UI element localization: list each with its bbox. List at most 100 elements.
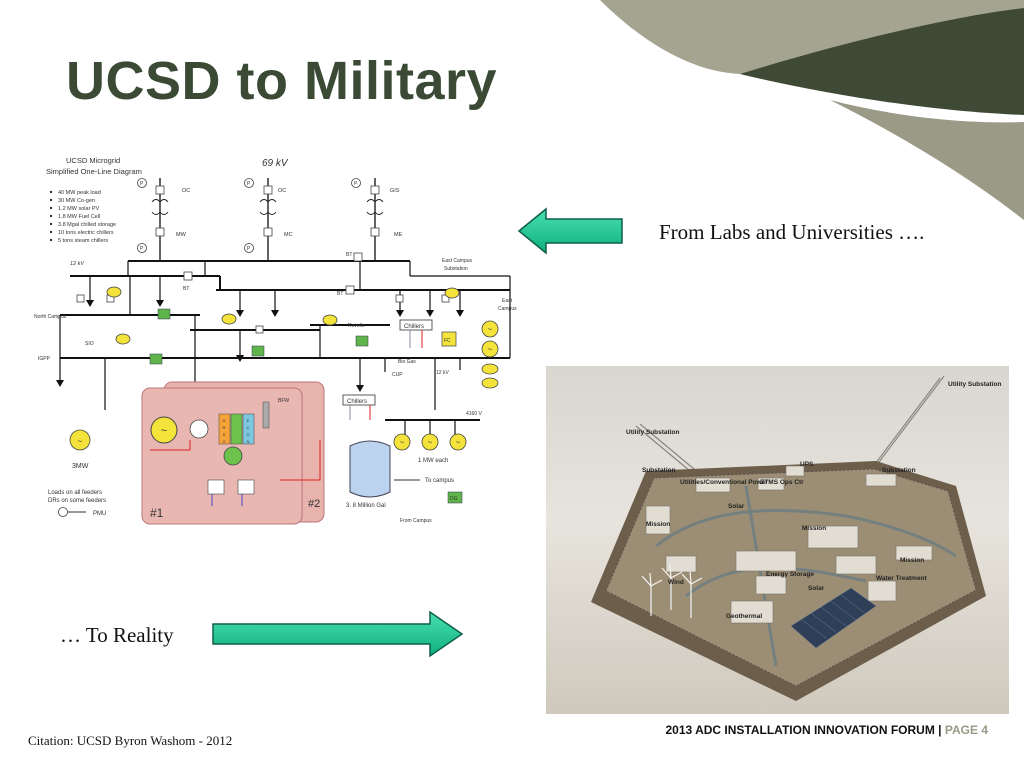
svg-text:IGPP: IGPP — [38, 356, 51, 362]
svg-text:Solar: Solar — [728, 503, 745, 510]
svg-text:P: P — [247, 246, 251, 252]
svg-text:Energy Storage: Energy Storage — [766, 571, 814, 578]
svg-text:P: P — [354, 181, 358, 187]
svg-text:C: C — [247, 425, 250, 430]
svg-text:GIS: GIS — [390, 188, 400, 194]
svg-text:ETMS Ops Ctr: ETMS Ops Ctr — [760, 479, 804, 486]
svg-text:Substation: Substation — [444, 266, 468, 272]
svg-text:R: R — [223, 425, 226, 430]
svg-text:BT: BT — [183, 286, 189, 292]
footer-separator: | — [934, 723, 945, 737]
svg-text:CUP: CUP — [392, 372, 403, 378]
svg-text:1.8 MW Fuel Cell: 1.8 MW Fuel Cell — [58, 214, 100, 220]
page-number: PAGE 4 — [944, 723, 988, 737]
svg-text:3.8 Mgal chilled storage: 3.8 Mgal chilled storage — [58, 222, 116, 228]
svg-text:P: P — [140, 181, 144, 187]
svg-text:OC: OC — [278, 188, 286, 194]
citation-text: Citation: UCSD Byron Washom - 2012 — [28, 733, 233, 748]
svg-text:Mission: Mission — [802, 525, 826, 532]
svg-text:~: ~ — [400, 438, 405, 447]
svg-text:Wind: Wind — [668, 579, 684, 586]
svg-text:Substation: Substation — [882, 467, 916, 474]
svg-text:FC: FC — [444, 338, 451, 344]
svg-text:BT: BT — [337, 291, 343, 297]
svg-text:#1: #1 — [150, 506, 164, 520]
microgrid-one-line-diagram: UCSD Microgrid Simplified One-Line Diagr… — [34, 156, 517, 525]
svg-text:East: East — [502, 298, 513, 304]
pv-boxes — [149, 308, 463, 504]
svg-text:Utilities/Conventional Power: Utilities/Conventional Power — [680, 479, 768, 486]
svg-text:3. 8 Million Gal: 3. 8 Million Gal — [346, 503, 386, 509]
svg-text:Geothermal: Geothermal — [726, 613, 762, 620]
svg-text:N: N — [247, 439, 250, 444]
svg-text:1.2 MW solar PV: 1.2 MW solar PV — [58, 206, 100, 212]
svg-text:Bio Gas: Bio Gas — [398, 359, 416, 365]
svg-text:To campus: To campus — [425, 478, 454, 484]
fuel-cell — [441, 331, 457, 347]
svg-text:P: P — [247, 181, 251, 187]
diagram-69kv: 69 kV — [262, 158, 289, 169]
svg-text:~: ~ — [78, 437, 83, 446]
svg-text:H: H — [223, 418, 226, 423]
svg-text:ME: ME — [394, 232, 403, 238]
svg-text:O: O — [246, 432, 249, 437]
svg-text:#2: #2 — [308, 498, 320, 510]
caption-from-labs: From Labs and Universities …. — [659, 220, 925, 244]
svg-text:DG: DG — [450, 496, 458, 502]
svg-text:~: ~ — [456, 438, 461, 447]
svg-text:S: S — [223, 432, 226, 437]
svg-text:Revelle: Revelle — [348, 323, 365, 329]
svg-text:3MW: 3MW — [72, 463, 89, 470]
svg-text:Loads on all feeders: Loads on all feeders — [48, 490, 102, 496]
slide-title: UCSD to Military — [66, 51, 498, 111]
right-arrow-icon — [212, 610, 464, 658]
svg-text:UPS: UPS — [800, 461, 814, 468]
svg-text:DRs on some feeders: DRs on some feeders — [48, 498, 106, 504]
svg-text:30 MW Co-gen: 30 MW Co-gen — [58, 198, 95, 204]
svg-text:Chillers: Chillers — [404, 324, 424, 330]
svg-text:BFW: BFW — [278, 398, 289, 404]
svg-text:12 kV: 12 kV — [70, 261, 85, 267]
svg-text:Utility Substation: Utility Substation — [626, 429, 679, 436]
svg-text:SIO: SIO — [85, 341, 94, 347]
svg-text:Solar: Solar — [808, 585, 825, 592]
svg-text:Mission: Mission — [646, 521, 670, 528]
svg-text:12 kV: 12 kV — [436, 370, 449, 376]
diagram-bullets: 40 MW peak load 30 MW Co-gen 1.2 MW sola… — [49, 190, 116, 244]
svg-text:Chillers: Chillers — [347, 399, 367, 405]
svg-text:Campus: Campus — [498, 306, 517, 312]
svg-text:~: ~ — [488, 345, 493, 354]
svg-text:~: ~ — [428, 438, 433, 447]
svg-text:North Campus: North Campus — [34, 314, 67, 320]
svg-text:BT: BT — [346, 252, 352, 258]
svg-text:10 tons electric chillers: 10 tons electric chillers — [58, 230, 114, 236]
svg-text:Water Treatment: Water Treatment — [876, 575, 928, 582]
diagram-title-2: Simplified One-Line Diagram — [46, 167, 142, 176]
svg-text:OC: OC — [182, 188, 190, 194]
caption-to-reality: … To Reality — [60, 623, 174, 647]
storage-tank — [349, 440, 391, 498]
installation-rendering: Utility Substation Utility Substation Su… — [546, 366, 1009, 714]
cogen-unit-1 — [141, 387, 303, 525]
svg-text:40 MW peak load: 40 MW peak load — [58, 190, 101, 196]
svg-text:Utility Substation: Utility Substation — [948, 381, 1001, 388]
generators — [69, 286, 499, 451]
svg-text:P: P — [140, 246, 144, 252]
left-arrow-icon — [517, 207, 623, 255]
svg-text:PMU: PMU — [93, 511, 106, 517]
svg-text:Mission: Mission — [900, 557, 924, 564]
svg-text:~: ~ — [161, 425, 167, 437]
transformers — [151, 199, 384, 215]
svg-text:E: E — [247, 418, 250, 423]
svg-text:Substation: Substation — [642, 467, 676, 474]
svg-text:MC: MC — [284, 232, 293, 238]
svg-text:MW: MW — [176, 232, 187, 238]
svg-text:G: G — [222, 439, 225, 444]
diagram-title-1: UCSD Microgrid — [66, 156, 120, 165]
svg-text:From Campus: From Campus — [400, 518, 432, 524]
svg-text:~: ~ — [488, 325, 493, 334]
svg-text:5 tons steam chillers: 5 tons steam chillers — [58, 238, 108, 244]
svg-text:4160 V: 4160 V — [466, 411, 483, 417]
footer: 2013 ADC INSTALLATION INNOVATION FORUM |… — [666, 723, 989, 737]
